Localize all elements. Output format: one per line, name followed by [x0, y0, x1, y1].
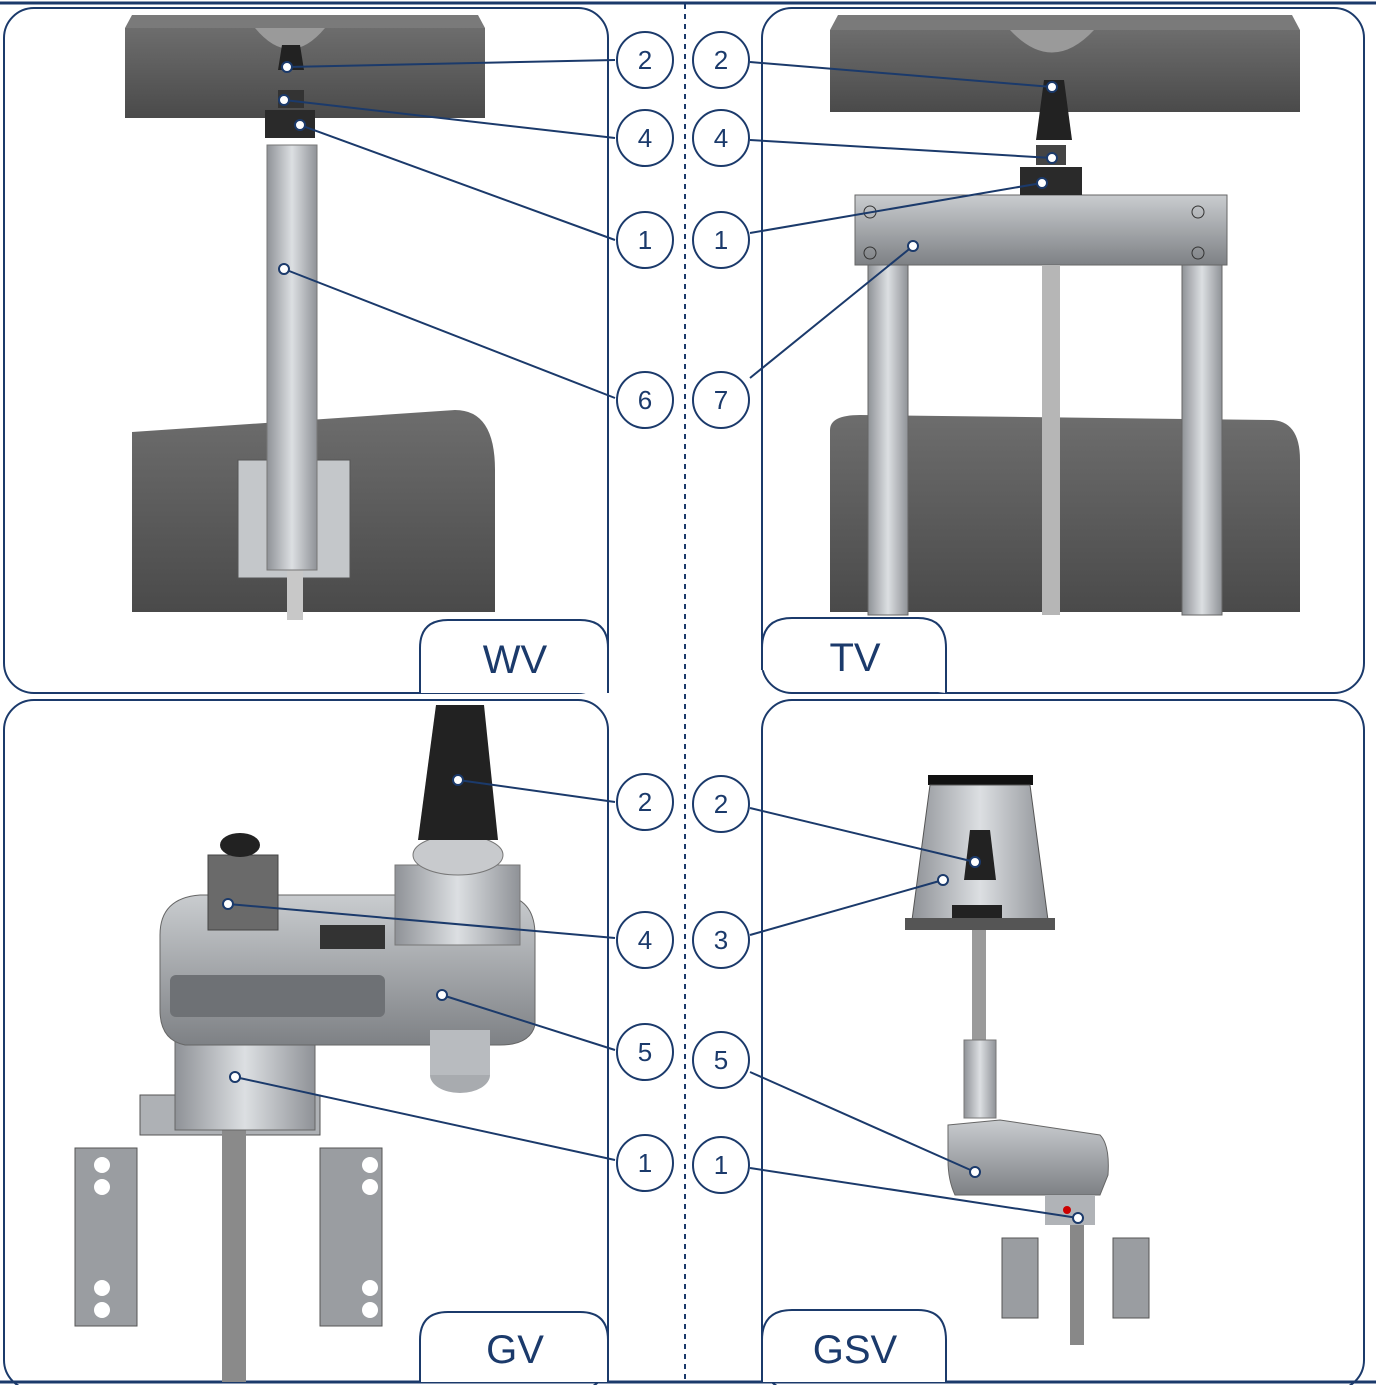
- gv-part-1: [174, 1039, 316, 1131]
- gsv-callouts: 2 3 5 1: [692, 775, 750, 1194]
- panel-gsv: 2 3 5 1 GSV: [692, 699, 1365, 1385]
- tv-callout-1: 1: [714, 225, 728, 255]
- panel-label-gsv: GSV: [813, 1328, 898, 1372]
- tv-callout-7: 7: [714, 385, 728, 415]
- tv-callouts: 2 4 1 7: [692, 31, 750, 429]
- gate-frame: [854, 194, 1228, 616]
- gv-callouts: 2 4 5 1: [616, 773, 674, 1192]
- gsv-part-5: [947, 1119, 1109, 1196]
- tv-callout-4: 4: [714, 123, 728, 153]
- tv-callout-2: 2: [714, 45, 728, 75]
- gv-callout-2: 2: [638, 787, 652, 817]
- wv-callouts: 2 4 1 6: [616, 31, 674, 429]
- gv-callout-1: 1: [638, 1148, 652, 1178]
- panel-gv: 2 4 5 1 GV: [3, 699, 674, 1385]
- gsv-part-2: [964, 830, 996, 880]
- gsv-callout-2: 2: [714, 789, 728, 819]
- gearbox-cover: [170, 975, 385, 1017]
- wv-callout-1: 1: [638, 225, 652, 255]
- extension-shaft: [963, 1039, 997, 1119]
- gsv-callout-3: 3: [714, 925, 728, 955]
- gsv-bracket-left: [1001, 1237, 1039, 1319]
- tv-part-1: [1020, 167, 1082, 195]
- panel-label-wv: WV: [483, 638, 548, 682]
- extension-tube: [266, 144, 318, 571]
- tv-part-2: [1036, 80, 1072, 140]
- gsv-callout-5: 5: [714, 1045, 728, 1075]
- panel-tv: 2 4 1 7 TV: [692, 7, 1365, 694]
- wv-callout-4: 4: [638, 123, 652, 153]
- gv-part-4: [207, 854, 279, 931]
- neck-housing: [394, 864, 521, 946]
- gv-part-2: [418, 705, 498, 840]
- panel-label-tv: TV: [829, 636, 880, 680]
- bottom-cap: [430, 1030, 490, 1075]
- panel-wv: 2 4 1 6 WV: [3, 7, 674, 694]
- gv-callout-5: 5: [638, 1037, 652, 1067]
- threaded-stem: [222, 1120, 246, 1382]
- connector-block: [320, 925, 385, 949]
- gsv-callout-1: 1: [714, 1150, 728, 1180]
- gv-callout-4: 4: [638, 925, 652, 955]
- hood-top: [928, 775, 1033, 785]
- lower-shaft: [287, 560, 303, 620]
- wv-part-1: [265, 110, 315, 138]
- panel-label-gv: GV: [486, 1328, 544, 1372]
- gsv-bracket-right: [1112, 1237, 1150, 1319]
- wv-callout-2: 2: [638, 45, 652, 75]
- wv-callout-6: 6: [638, 385, 652, 415]
